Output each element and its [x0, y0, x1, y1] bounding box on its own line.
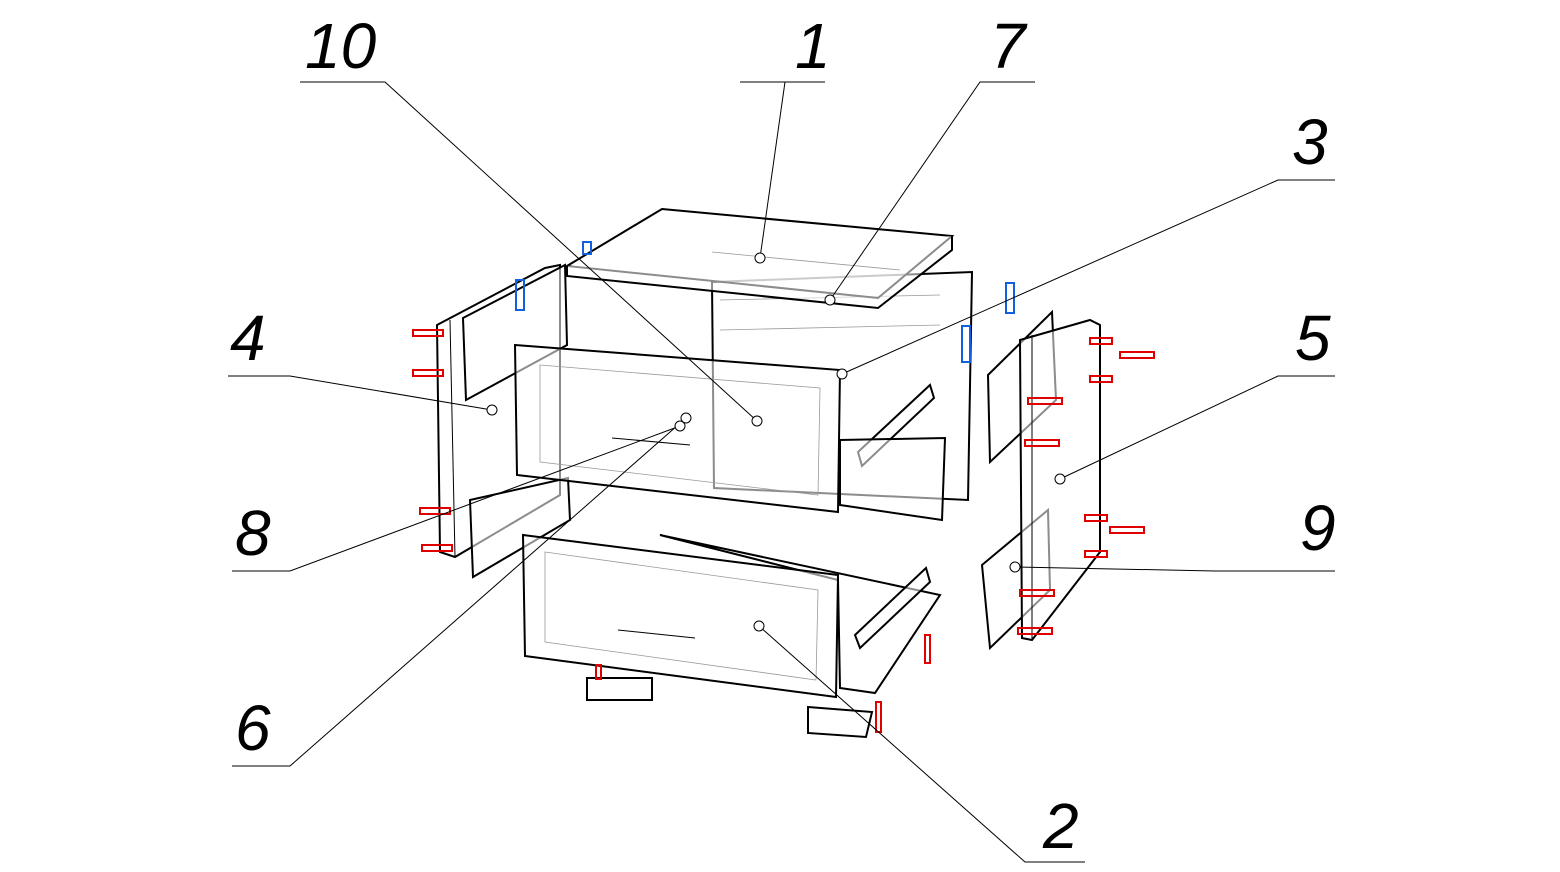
- reference-points: [486, 252, 1066, 632]
- callout-6: 6: [235, 692, 271, 764]
- left-small-panel-upper: [461, 263, 569, 402]
- foot-right: [807, 705, 874, 739]
- callout-10: 10: [305, 10, 377, 82]
- foot-left: [586, 677, 653, 701]
- callout-8: 8: [235, 497, 271, 569]
- bottom-drawer-front: [521, 533, 840, 699]
- callout-5: 5: [1295, 302, 1331, 374]
- drawer-rail-upper: [839, 383, 947, 522]
- callout-2: 2: [1042, 790, 1079, 862]
- connector-fittings: [412, 329, 1155, 733]
- callout-3: 3: [1292, 106, 1328, 178]
- callout-1: 1: [795, 10, 831, 82]
- callout-4: 4: [230, 302, 266, 374]
- callout-9: 9: [1300, 492, 1336, 564]
- leader-lines: [228, 81, 1335, 863]
- callout-7: 7: [990, 10, 1028, 82]
